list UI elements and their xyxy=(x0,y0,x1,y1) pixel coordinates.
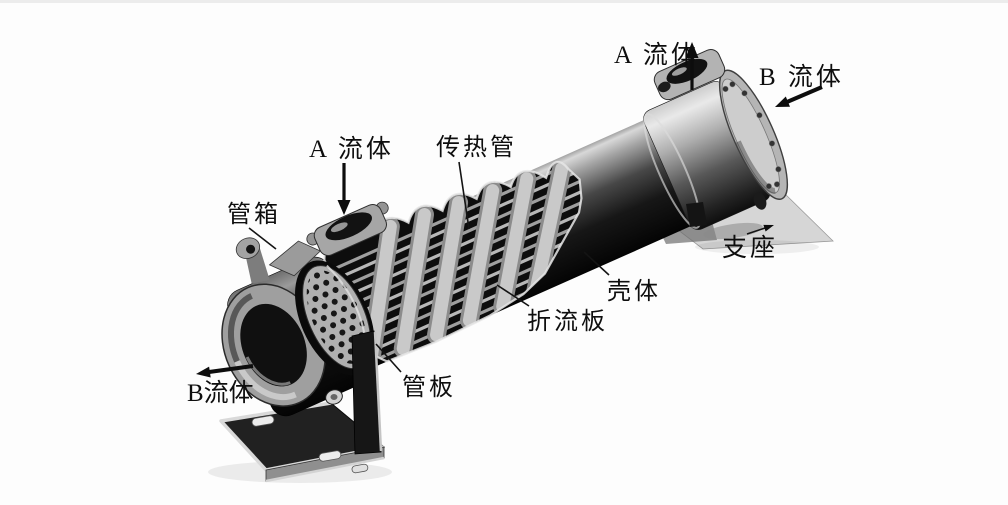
base-slot-hole xyxy=(351,463,369,474)
end-flange xyxy=(718,69,789,200)
leader-shell xyxy=(583,251,610,276)
cutaway-section xyxy=(323,159,617,370)
scan-artifact-line xyxy=(0,0,1008,3)
support-web-left xyxy=(325,330,383,455)
tube-sheet-face xyxy=(294,260,375,376)
nozzle-right xyxy=(653,49,726,101)
flange-bolt-holes xyxy=(722,81,782,190)
label-a-fluid-left: A 流体 xyxy=(309,135,394,163)
label-b-fluid-right: B 流体 xyxy=(759,63,844,91)
baffle-plates xyxy=(360,159,572,370)
channel-flange-lugs xyxy=(235,237,322,284)
a-fluid-left-arrow xyxy=(337,163,351,215)
label-baffle-plate: 折流板 xyxy=(527,308,608,335)
label-a-fluid-right: A 流体 xyxy=(614,41,699,69)
label-tube-sheet: 管板 xyxy=(402,374,456,401)
leader-support-right xyxy=(746,224,774,235)
a-fluid-right-arrow xyxy=(685,42,699,90)
end-ring-opening xyxy=(221,283,326,407)
support-base-left xyxy=(208,401,392,483)
leader-heat-transfer-tube xyxy=(458,161,470,230)
base-slot-hole xyxy=(318,450,342,462)
leader-tube-sheet xyxy=(375,343,402,373)
base-slot-hole xyxy=(251,415,275,427)
label-heat-transfer-tube: 传热管 xyxy=(436,134,517,161)
bonnet-feet xyxy=(686,192,767,227)
exchanger-body xyxy=(221,49,789,417)
b-fluid-right-arrow xyxy=(775,85,823,107)
leader-baffle xyxy=(496,284,530,307)
label-support-right: 支座 xyxy=(722,234,778,262)
label-b-fluid-left: B流体 xyxy=(187,379,254,407)
shell-bonnet-joint xyxy=(643,113,702,229)
b-fluid-left-arrow xyxy=(196,364,254,378)
label-tube-box: 管箱 xyxy=(227,201,281,228)
nozzle-left xyxy=(306,201,389,256)
label-shell: 壳体 xyxy=(607,278,661,305)
annotations: A 流体 传热管 A 流体 B 流体 管箱 支座 壳体 折流板 管板 B流体 xyxy=(187,41,844,407)
leader-tube-box xyxy=(248,227,277,250)
